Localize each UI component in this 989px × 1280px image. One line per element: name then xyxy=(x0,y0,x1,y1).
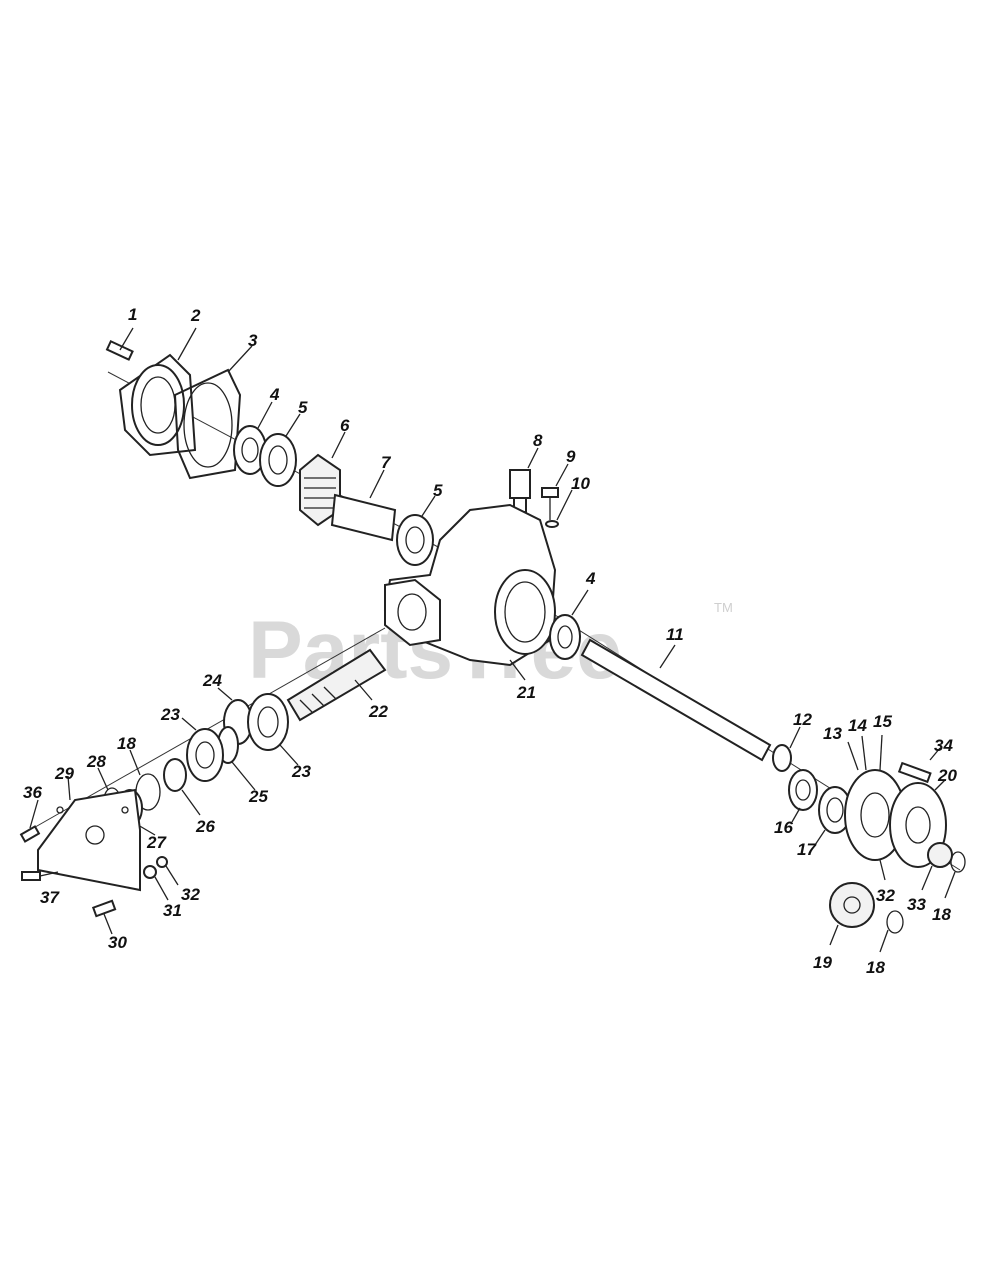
bolt-part-30[interactable] xyxy=(91,899,117,935)
bolt-part-9[interactable] xyxy=(541,463,569,520)
callout-labels: 1 2 3 4 5 6 7 5 8 9 10 4 11 21 22 24 23 … xyxy=(23,305,957,977)
callout-23-right: 23 xyxy=(291,762,311,781)
callout-4-upper: 4 xyxy=(269,385,280,404)
callout-2: 2 xyxy=(190,306,201,325)
watermark-trademark: TM xyxy=(714,600,733,615)
callout-1: 1 xyxy=(128,305,137,324)
callout-12: 12 xyxy=(793,710,812,729)
callout-9: 9 xyxy=(566,447,576,466)
callout-20: 20 xyxy=(937,766,957,785)
callout-36: 36 xyxy=(23,783,42,802)
callout-15: 15 xyxy=(873,712,892,731)
hub-part-15[interactable] xyxy=(844,734,906,861)
bolt-part-34[interactable] xyxy=(897,747,941,784)
callout-6: 6 xyxy=(340,416,350,435)
callout-3: 3 xyxy=(248,331,258,350)
bolt-part-36[interactable] xyxy=(19,799,41,843)
bolt-part-13[interactable] xyxy=(847,741,859,771)
callout-18-left: 18 xyxy=(117,734,136,753)
callout-32-left: 32 xyxy=(181,885,200,904)
sprocket-part-19[interactable] xyxy=(829,882,875,946)
callout-27: 27 xyxy=(146,833,167,852)
callout-37: 37 xyxy=(40,888,60,907)
callout-5-lower: 5 xyxy=(433,481,443,500)
callout-19: 19 xyxy=(813,953,832,972)
callout-7: 7 xyxy=(381,453,392,472)
callout-17: 17 xyxy=(797,840,817,859)
bearing-part-23-left[interactable] xyxy=(181,717,224,782)
callout-32-right: 32 xyxy=(876,886,895,905)
bearing-part-23-right[interactable] xyxy=(247,693,299,766)
callout-5-upper: 5 xyxy=(298,398,308,417)
callout-21: 21 xyxy=(516,683,536,702)
nut-part-31[interactable] xyxy=(143,865,169,901)
callout-30: 30 xyxy=(108,933,127,952)
shaft-part-7[interactable] xyxy=(330,469,397,542)
gearbox-housing-part-21[interactable] xyxy=(383,503,557,681)
callout-11: 11 xyxy=(666,625,684,644)
bolt-part-37[interactable] xyxy=(21,871,59,881)
washer-part-32-left[interactable] xyxy=(156,856,179,886)
callout-18-bottom: 18 xyxy=(866,958,885,977)
callout-13: 13 xyxy=(823,724,842,743)
callout-24: 24 xyxy=(202,671,222,690)
mounting-plate-part-29[interactable] xyxy=(37,775,141,892)
callout-25: 25 xyxy=(248,787,268,806)
retainer-ring-part-18-right[interactable] xyxy=(944,851,966,899)
callout-18-right: 18 xyxy=(932,905,951,924)
callout-26: 26 xyxy=(195,817,215,836)
bearing-part-5-upper[interactable] xyxy=(259,413,301,487)
cover-plate-part-2[interactable] xyxy=(118,327,197,457)
callout-23-left: 23 xyxy=(160,705,180,724)
retainer-ring-part-18-bottom[interactable] xyxy=(879,910,904,953)
callout-22: 22 xyxy=(368,702,388,721)
callout-10: 10 xyxy=(571,474,590,493)
callout-29: 29 xyxy=(54,764,74,783)
callout-33: 33 xyxy=(907,895,926,914)
callout-4-lower: 4 xyxy=(585,569,596,588)
seal-part-12[interactable] xyxy=(772,726,801,772)
gasket-part-3[interactable] xyxy=(173,345,253,480)
callout-28: 28 xyxy=(86,752,106,771)
pin-part-14[interactable] xyxy=(861,735,867,771)
seal-part-26[interactable] xyxy=(163,758,201,816)
bearing-part-16[interactable] xyxy=(788,769,818,823)
plug-part-8[interactable] xyxy=(509,447,539,513)
bearing-part-4-lower[interactable] xyxy=(549,589,589,660)
callout-34: 34 xyxy=(934,736,953,755)
callout-31: 31 xyxy=(163,901,182,920)
bolt-part-1[interactable] xyxy=(105,327,134,361)
callout-14: 14 xyxy=(848,716,867,735)
washer-part-32-right[interactable] xyxy=(879,859,886,881)
bearing-part-5-lower[interactable] xyxy=(396,495,436,566)
callout-8: 8 xyxy=(533,431,543,450)
washer-part-10[interactable] xyxy=(545,489,573,528)
callout-16: 16 xyxy=(774,818,793,837)
sprocket-part-33[interactable] xyxy=(921,842,953,891)
pinion-shaft-part-22[interactable] xyxy=(286,648,387,722)
axle-shaft-part-11[interactable] xyxy=(580,638,772,762)
